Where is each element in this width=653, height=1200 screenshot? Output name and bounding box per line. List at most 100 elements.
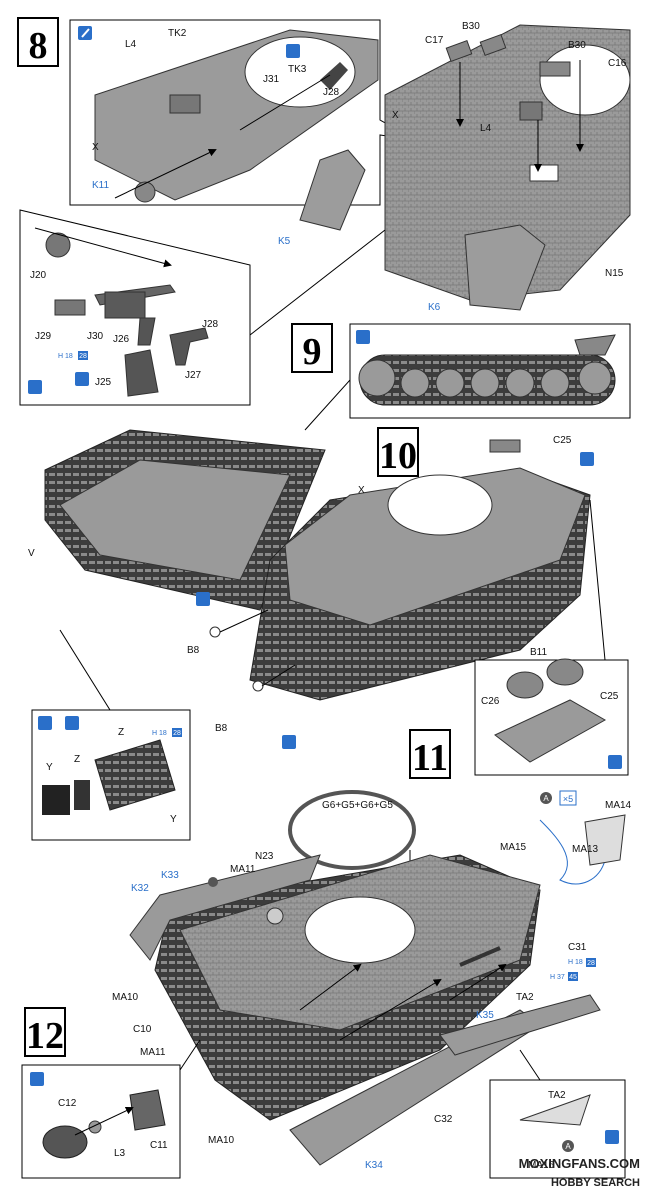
paint-swatch [78, 351, 88, 360]
label-c11: C11 [150, 1140, 168, 1151]
step-11-box [409, 729, 451, 779]
label-c32: C32 [434, 1114, 453, 1125]
ta2-inset-leader [519, 1049, 541, 1081]
paint-code-h37-num: 45 [569, 974, 577, 981]
assembly-icon-tools [75, 372, 89, 386]
part-k35-fender [439, 994, 601, 1056]
wire-harness [539, 819, 606, 885]
part-ma14 [584, 814, 626, 866]
label-c25: C25 [553, 435, 572, 446]
paint-code-h18-num: 28 [79, 353, 87, 360]
part-b8-top [209, 626, 221, 638]
step-12-leader [179, 1039, 201, 1071]
lower-hull-v [59, 459, 291, 581]
glue-icon-hatch [608, 755, 622, 769]
label-ma10-top: MA10 [112, 992, 139, 1003]
upper-hull-10 [284, 467, 586, 626]
step-11-number: 11 [412, 737, 448, 779]
step-12-box [24, 1007, 66, 1057]
step-9-leader [304, 379, 351, 431]
paint-code-h37: H 37 [550, 974, 565, 981]
label-z-top: Z [118, 727, 124, 738]
part-ta2-handle [459, 946, 501, 967]
hatch-inset-leader [589, 499, 606, 661]
paint-swatch-h37 [568, 972, 578, 981]
part-c25 [489, 439, 521, 453]
part-c10-disk [266, 907, 284, 925]
label-x: X [92, 142, 99, 153]
turret-ring-11 [304, 896, 416, 964]
part-j30 [104, 291, 146, 319]
step-10-number: 10 [379, 435, 417, 477]
step-10-box [377, 427, 419, 477]
track-inset-leader [59, 629, 111, 711]
label-c12: C12 [58, 1098, 77, 1109]
arrow-j31 [239, 74, 331, 131]
road-wheels-9 [358, 359, 612, 398]
label-j26: J26 [113, 334, 130, 345]
label-ta2: TA2 [516, 992, 534, 1003]
arrow-j20 [34, 227, 172, 268]
label-k34: K34 [365, 1160, 383, 1171]
label-c16: C16 [608, 58, 627, 69]
part-g6-g5-ring [288, 790, 416, 870]
label-c25-inset: C25 [600, 691, 619, 702]
label-n15: N15 [605, 268, 624, 279]
part-c17 [445, 40, 473, 62]
step-12-number: 12 [26, 1015, 64, 1057]
label-c17: C17 [425, 35, 444, 46]
arrow-b8-top [219, 609, 269, 633]
assembly-icon-12 [605, 1130, 619, 1144]
tools-leader [249, 229, 386, 336]
part-j28-small [320, 62, 348, 90]
arrow-k11 [114, 148, 217, 199]
turret-ring-opening [244, 36, 356, 108]
glue-icon-12 [30, 1072, 44, 1086]
badge-a-top-text: A [543, 794, 549, 803]
label-j20: J20 [30, 270, 47, 281]
glue-icon-tools [28, 380, 42, 394]
glue-icon-9 [356, 330, 370, 344]
part-ta2-inset [519, 1094, 591, 1126]
label-j27: J27 [185, 370, 202, 381]
label-c10: C10 [133, 1024, 152, 1035]
step-8-box [17, 17, 59, 67]
paint-code-track: H 18 [152, 730, 167, 737]
label-j30: J30 [87, 331, 104, 342]
label-j29: J29 [35, 331, 52, 342]
step-9-number: 9 [303, 331, 322, 373]
watermark-line2: HOBBY SEARCH [551, 1177, 640, 1189]
badge-a-bottom-text: A [565, 1142, 571, 1151]
label-ma16: MA16 [528, 1160, 555, 1171]
arrow-ta2 [449, 963, 507, 1001]
hull-opening [529, 164, 559, 182]
part-y [42, 785, 70, 815]
part-j20 [45, 232, 71, 258]
label-x-10: X [358, 485, 365, 496]
glue-icon-track [38, 716, 52, 730]
label-ma11-top: MA11 [230, 864, 256, 875]
part-c12 [42, 1125, 88, 1159]
label-z-left: Z [74, 754, 80, 765]
label-g6-g5: G6+G5+G6+G5 [322, 800, 393, 811]
paint-swatch-track [172, 728, 182, 737]
watermark-line1: MOXINGFANS.COM [519, 1156, 640, 1171]
part-k33-fender [129, 854, 321, 961]
part-b8-bottom [252, 680, 264, 692]
ta2-inset [489, 1079, 626, 1179]
part-j26 [137, 317, 156, 346]
part-b30 [479, 34, 507, 56]
part-b11-right [546, 658, 584, 686]
badge-a-top [540, 792, 552, 804]
label-b11: B11 [530, 647, 547, 658]
part-c11 [129, 1089, 166, 1131]
track-links-assembled [94, 739, 176, 811]
turret-ring-10 [387, 474, 493, 536]
part-n23 [208, 877, 218, 887]
step-8-number: 8 [29, 25, 48, 67]
label-l4: L4 [125, 39, 137, 50]
label-j25: J25 [95, 377, 112, 388]
hatch-l4 [169, 94, 201, 114]
label-k33: K33 [161, 870, 179, 881]
